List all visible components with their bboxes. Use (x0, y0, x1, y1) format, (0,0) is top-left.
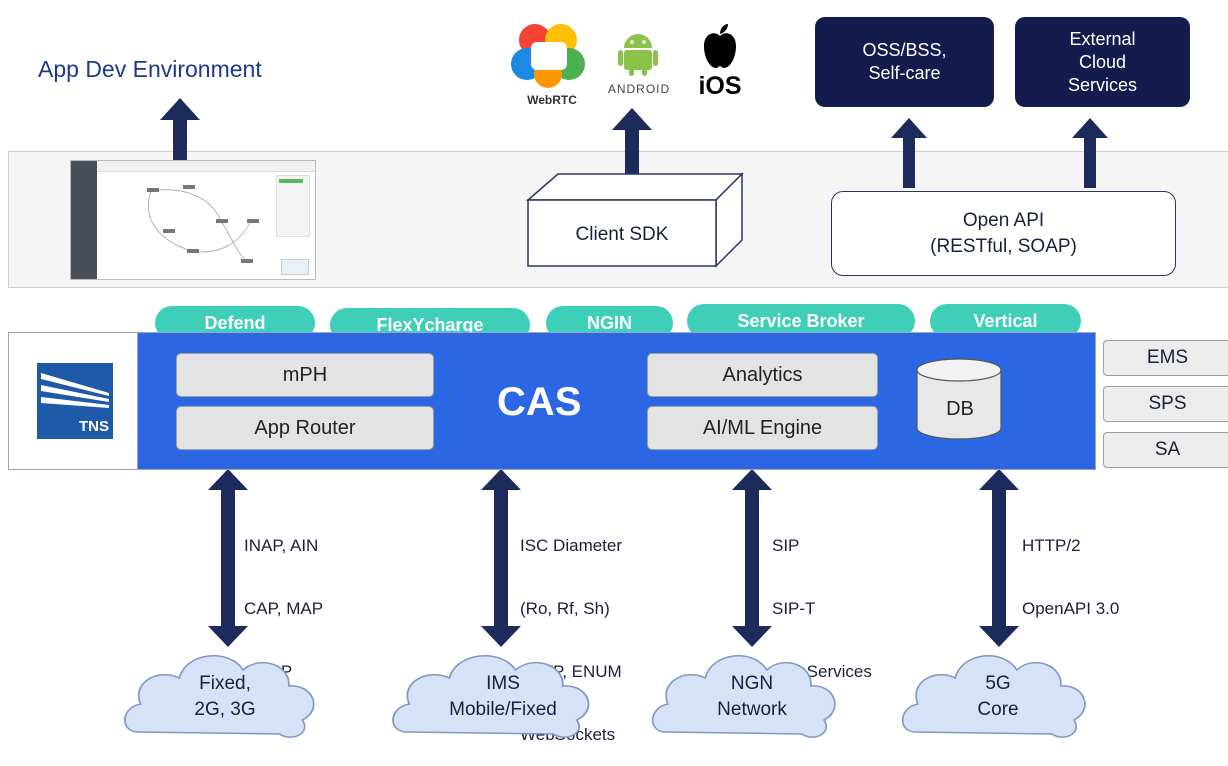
fixed-bidir-arrow (208, 469, 248, 647)
ims-bidir-arrow (481, 469, 521, 647)
open-api-subtitle: (RESTful, SOAP) (930, 235, 1077, 257)
ems-box: EMS (1103, 340, 1228, 376)
android-ios-logo-tile: ANDROID iOS (600, 8, 754, 104)
external-cloud-box: External Cloud Services (1015, 17, 1190, 107)
app-dev-screenshot (70, 160, 316, 280)
sps-box: SPS (1103, 386, 1228, 422)
protocols-fixed: INAP, AIN CAP, MAP SMPP (244, 536, 324, 681)
5g-bidir-arrow (979, 469, 1019, 647)
client-sdk-label: Client SDK (575, 224, 669, 245)
ai-ml-engine-box: AI/ML Engine (647, 406, 878, 450)
clouds-layer (123, 654, 1086, 739)
protocols-5g: HTTP/2 OpenAPI 3.0 (1022, 536, 1120, 618)
network-ims-label: IMS Mobile/Fixed (449, 673, 557, 720)
ngn-bidir-arrow (732, 469, 772, 647)
tns-logo-icon: TNS (37, 363, 113, 439)
app-dev-title: App Dev Environment (38, 56, 262, 82)
client-sdk-arrow (612, 108, 652, 184)
arrows-layer (160, 98, 1108, 647)
mph-box: mPH (176, 353, 434, 397)
android-icon (618, 34, 658, 76)
ios-label: iOS (698, 72, 742, 100)
oss-bss-box: OSS/BSS, Self-care (815, 17, 994, 107)
sa-box: SA (1103, 432, 1228, 468)
module-vertical: Vertical (930, 304, 1081, 338)
external-arrow (1072, 118, 1108, 188)
tns-logo-panel: TNS (8, 332, 138, 470)
cas-title: CAS (497, 380, 582, 424)
app-router-box: App Router (176, 406, 434, 450)
svg-text:TNS: TNS (79, 418, 109, 435)
network-ngn-label: NGN Network (717, 673, 787, 720)
analytics-box: Analytics (647, 353, 878, 397)
webrtc-label: WebRTC (527, 93, 577, 107)
oss-arrow (891, 118, 927, 188)
open-api-box: Open API (RESTful, SOAP) (831, 191, 1176, 276)
android-label: ANDROID (607, 82, 671, 96)
network-fixed-label: Fixed, 2G, 3G (194, 673, 256, 720)
open-api-title: Open API (962, 209, 1045, 231)
apple-icon (704, 24, 736, 68)
app-dev-arrow (160, 98, 200, 160)
webrtc-logo: WebRTC (507, 18, 597, 107)
network-5g-label: 5G Core (977, 673, 1019, 720)
db-label: DB (946, 398, 974, 420)
db-cylinder-icon (916, 358, 1002, 440)
client-sdk-box (525, 172, 744, 268)
